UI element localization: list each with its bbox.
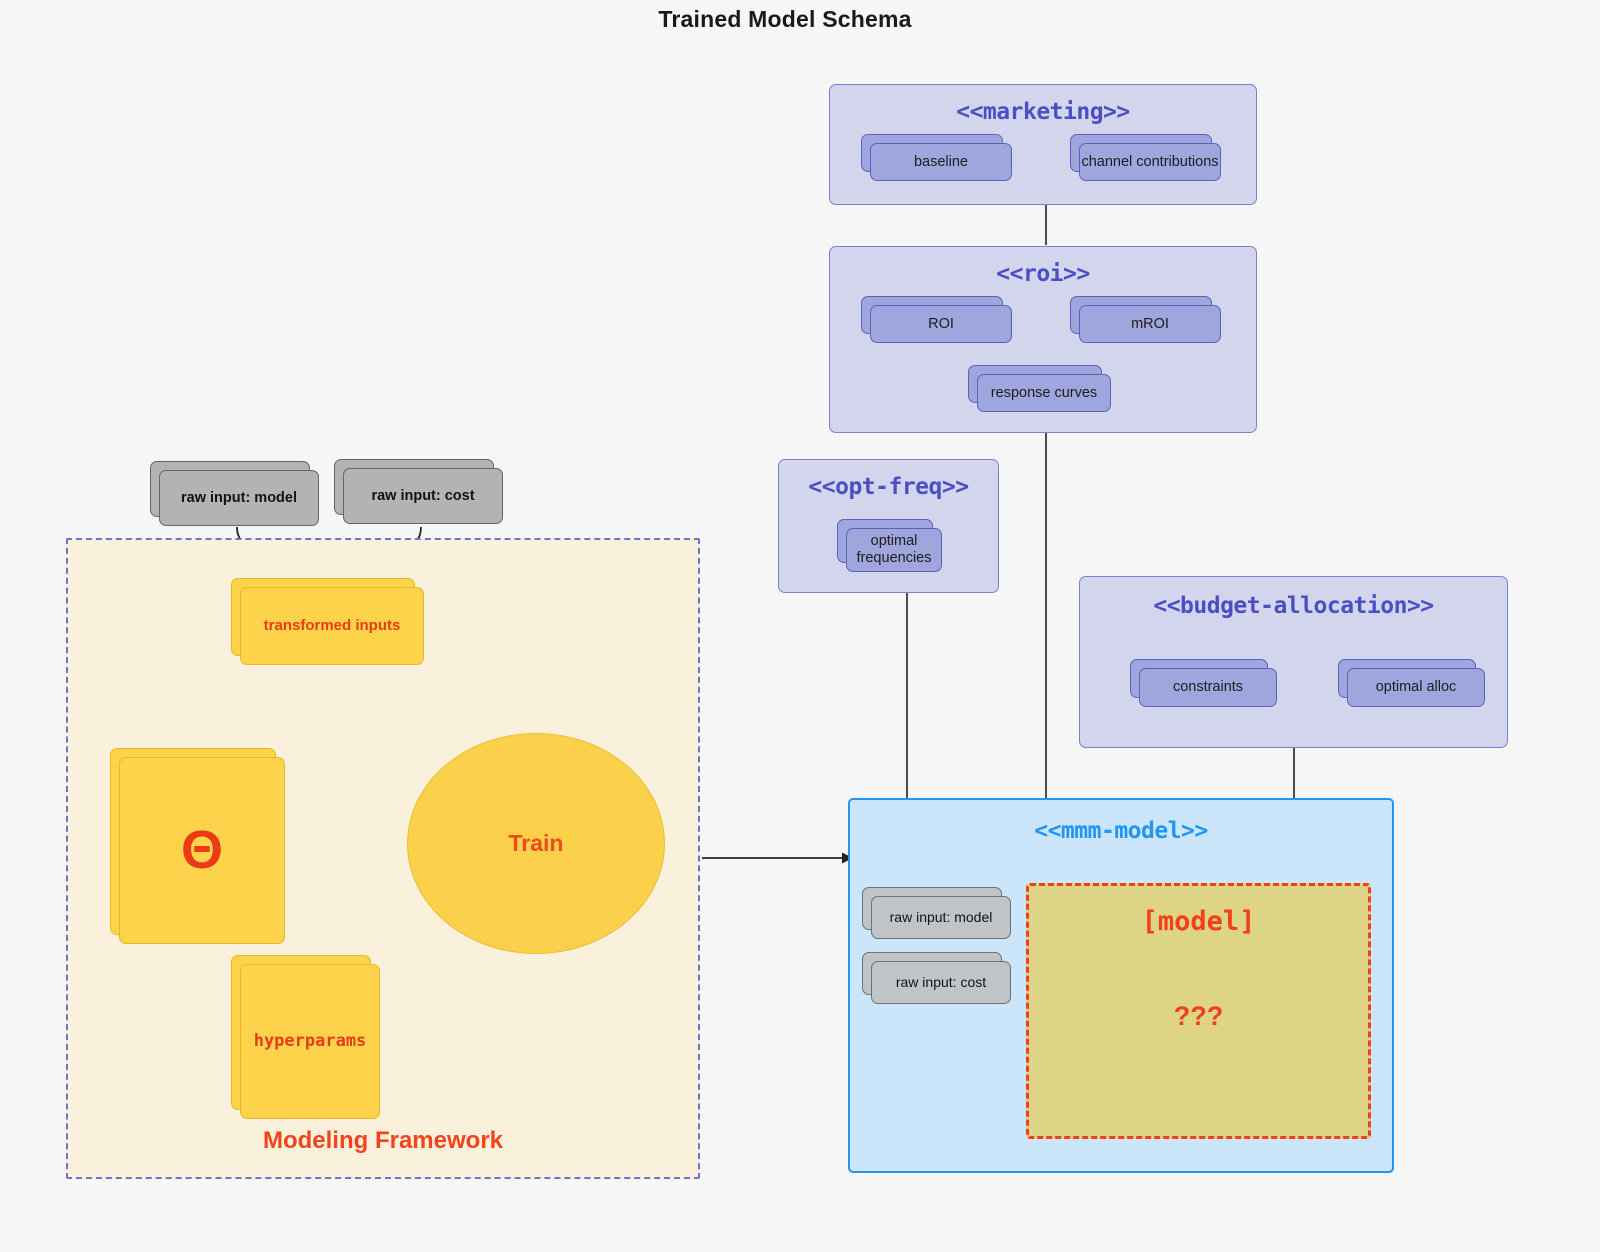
- node-optimal-frequencies[interactable]: optimal frequencies: [837, 519, 942, 572]
- raw-input-model-card[interactable]: raw input: model: [150, 461, 319, 526]
- node-constraints-label: constraints: [1139, 668, 1277, 707]
- node-optimal-alloc[interactable]: optimal alloc: [1338, 659, 1485, 707]
- node-mroi-label: mROI: [1079, 305, 1221, 343]
- transformed-inputs-label: transformed inputs: [240, 587, 424, 665]
- package-budget-allocation-title: <<budget-allocation>>: [1153, 593, 1434, 619]
- node-mroi[interactable]: mROI: [1070, 296, 1221, 343]
- theta-card[interactable]: Θ: [110, 748, 285, 944]
- package-roi-title: <<roi>>: [996, 261, 1090, 287]
- node-constraints[interactable]: constraints: [1130, 659, 1277, 707]
- node-roi[interactable]: ROI: [861, 296, 1012, 343]
- modeling-framework-label: Modeling Framework: [262, 1127, 504, 1154]
- raw-input-cost-card[interactable]: raw input: cost: [334, 459, 503, 524]
- theta-symbol: Θ: [119, 757, 285, 944]
- node-baseline-label: baseline: [870, 143, 1012, 181]
- node-roi-label: ROI: [870, 305, 1012, 343]
- package-opt-freq-title: <<opt-freq>>: [808, 474, 969, 500]
- mmm-raw-input-cost-card[interactable]: raw input: cost: [862, 952, 1011, 1004]
- model-slot-label: [model]: [1141, 906, 1256, 937]
- mmm-raw-input-model-card[interactable]: raw input: model: [862, 887, 1011, 939]
- node-baseline[interactable]: baseline: [861, 134, 1012, 181]
- train-label: Train: [508, 830, 564, 856]
- package-budget-allocation[interactable]: <<budget-allocation>> constraints optima…: [1079, 576, 1508, 748]
- package-mmm-model-title: <<mmm-model>>: [1034, 818, 1208, 844]
- node-channel-contributions[interactable]: channel contributions: [1070, 134, 1221, 181]
- package-roi[interactable]: <<roi>> ROI mROI response curves: [829, 246, 1257, 433]
- node-optimal-frequencies-label: optimal frequencies: [846, 528, 942, 572]
- mmm-raw-input-model-label: raw input: model: [871, 896, 1011, 939]
- mmm-raw-input-cost-label: raw input: cost: [871, 961, 1011, 1004]
- package-mmm-model[interactable]: <<mmm-model>> raw input: model raw input…: [848, 798, 1394, 1173]
- node-response-curves-label: response curves: [977, 374, 1111, 412]
- hyperparams-card[interactable]: hyperparams: [231, 955, 380, 1119]
- model-slot-unknown: ???: [1173, 1001, 1224, 1031]
- transformed-inputs-card[interactable]: transformed inputs: [231, 578, 424, 665]
- model-slot[interactable]: [model] ???: [1026, 883, 1371, 1139]
- node-channel-contributions-label: channel contributions: [1079, 143, 1221, 181]
- package-marketing[interactable]: <<marketing>> baseline channel contribut…: [829, 84, 1257, 205]
- page-title: Trained Model Schema: [658, 6, 912, 32]
- node-response-curves[interactable]: response curves: [968, 365, 1111, 412]
- raw-input-cost-label: raw input: cost: [343, 468, 503, 524]
- node-optimal-alloc-label: optimal alloc: [1347, 668, 1485, 707]
- raw-input-model-label: raw input: model: [159, 470, 319, 526]
- train-ellipse[interactable]: Train: [407, 733, 665, 954]
- package-opt-freq[interactable]: <<opt-freq>> optimal frequencies: [778, 459, 999, 593]
- package-marketing-title: <<marketing>>: [956, 99, 1130, 125]
- hyperparams-label: hyperparams: [240, 964, 380, 1119]
